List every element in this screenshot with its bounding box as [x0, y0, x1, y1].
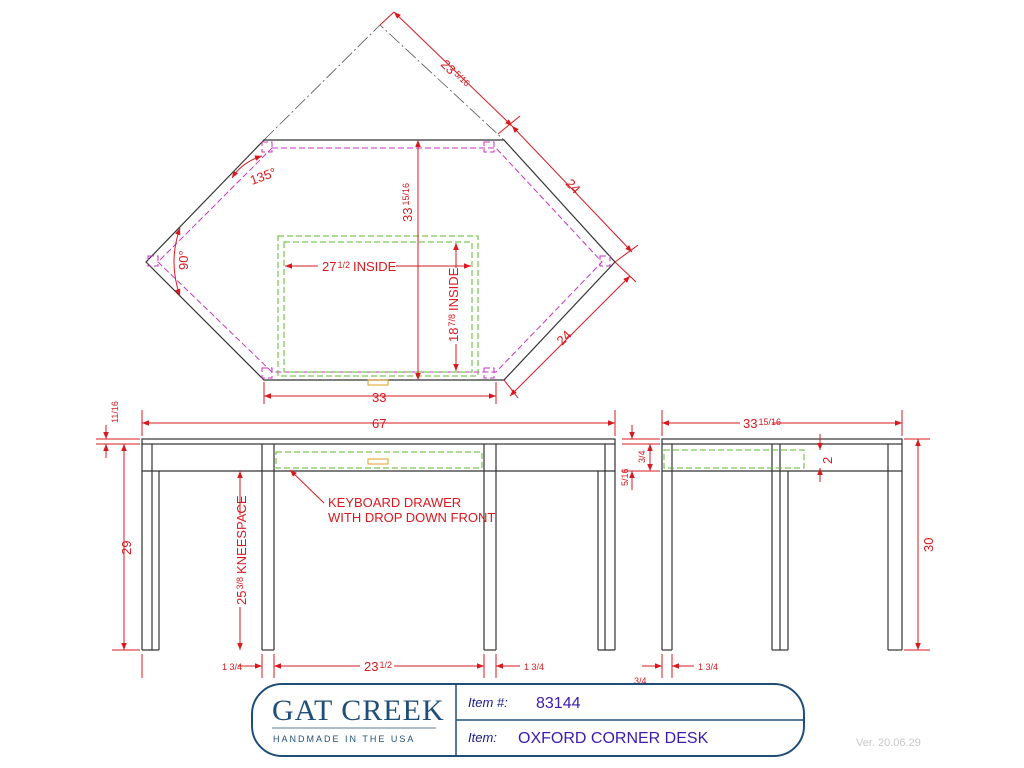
dim-label-bg — [318, 256, 396, 274]
dim-side-height: 30 — [921, 538, 936, 552]
title-block: GAT CREEK HANDMADE IN THE USA Item #: 83… — [251, 683, 805, 757]
plan-leg-square — [483, 141, 495, 153]
drawer-note-line2: WITH DROP DOWN FRONT — [328, 510, 495, 525]
drawer-note-line1: KEYBOARD DRAWER — [328, 495, 461, 510]
plan-drawer-pull — [367, 379, 389, 386]
side-keyboard-drawer — [663, 449, 805, 469]
dim-label-bg — [740, 413, 772, 429]
dim-side-leg-left: 3/4 — [634, 676, 647, 686]
dim-kneespace: 253/8KNEESPACE — [234, 495, 249, 605]
brand-name: GAT CREEK — [272, 694, 445, 727]
side-view: 3315/16 3/4 5/16 2 30 3/4 1 3/4 — [620, 410, 936, 686]
dim-leg-left: 1 3/4 — [222, 662, 242, 672]
item-number: 83144 — [536, 695, 581, 712]
dim-front-width: 33 — [372, 390, 386, 405]
plan-leg-square — [147, 255, 159, 267]
dim-between-legs: 231/2 — [364, 659, 392, 674]
dim-top-thickness: 11/16 — [110, 401, 120, 423]
item-label: Item: — [468, 730, 497, 745]
item-name: OXFORD CORNER DESK — [518, 730, 709, 747]
front-desk-top — [141, 438, 616, 445]
dim-side-depth: 3315/16 — [743, 416, 781, 431]
drawer-note-leader — [289, 469, 325, 504]
plan-apron-outline — [157, 147, 603, 373]
dim-drawer-depth: 187/8INSIDE — [446, 267, 461, 342]
brand-tagline: HANDMADE IN THE USA — [273, 734, 415, 744]
dim-line-diagonal-back — [393, 11, 513, 127]
angle-arc-135 — [231, 155, 263, 179]
dim-height: 29 — [119, 541, 134, 555]
dim-label-bg — [230, 515, 250, 607]
dim-label-bg — [444, 268, 462, 344]
version-label: Ver. 20.06.29 — [856, 737, 921, 749]
dim-line-side-upper — [511, 125, 633, 253]
front-view: 67 11/16 29 253/8KNEESPACE KEYBOARD DRAW… — [96, 401, 616, 678]
extension-line — [614, 244, 639, 263]
dim-diagonal-back: 235/16 — [438, 57, 473, 92]
dim-side-leg-right: 1 3/4 — [698, 662, 718, 672]
plan-leg-square — [599, 255, 611, 267]
angle-arc-90 — [173, 227, 181, 297]
extension-line — [614, 261, 637, 283]
dim-side-lower: 24 — [554, 327, 575, 348]
front-keyboard-drawer — [275, 451, 483, 469]
dim-apron-frac1: 3/4 — [637, 450, 647, 463]
dim-line-side-lower — [509, 275, 631, 397]
dim-overall-width: 67 — [372, 416, 386, 431]
plan-leg-square — [483, 367, 495, 379]
extension-line — [497, 115, 521, 135]
extension-line — [379, 11, 395, 26]
dim-label-bg — [360, 656, 394, 672]
plan-leg-square — [261, 367, 273, 379]
angle-left-label: 90° — [176, 250, 191, 270]
plan-leg-square — [261, 141, 273, 153]
dim-drawer-height: 2 — [820, 457, 835, 464]
plan-drawer-inner-outline — [283, 241, 473, 373]
side-desk-top — [661, 438, 903, 445]
extension-line — [503, 379, 519, 399]
dim-leg-right: 1 3/4 — [524, 662, 544, 672]
dim-side-upper: 24 — [563, 176, 584, 197]
plan-drawer-outline — [277, 235, 479, 377]
item-number-label: Item #: — [468, 695, 508, 710]
front-drawer-pull — [367, 458, 389, 465]
dim-apron-frac2: 5/16 — [620, 468, 630, 486]
dim-depth: 3315/16 — [400, 183, 415, 222]
